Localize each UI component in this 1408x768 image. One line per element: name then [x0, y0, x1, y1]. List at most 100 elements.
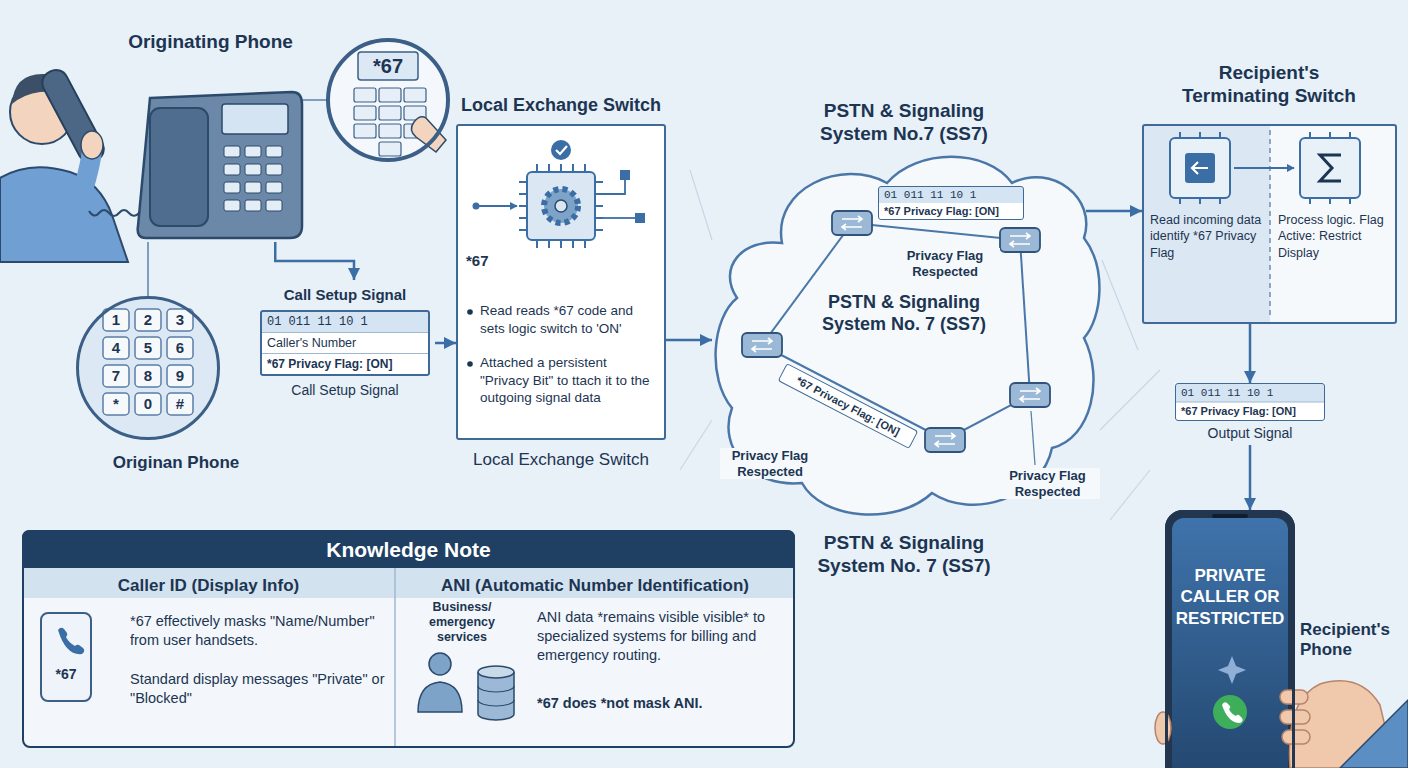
node-text: *67 — [40, 666, 92, 684]
node-text: 5 — [135, 337, 161, 359]
desk-phone — [266, 164, 282, 175]
switch-drawing — [620, 170, 630, 180]
node-text: # — [167, 393, 193, 415]
cloud-drawing — [1020, 240, 1030, 395]
recipient-phone-drawing — [1165, 510, 1295, 768]
keypad-zoom-drawing — [379, 88, 401, 102]
keypad-drawing — [135, 337, 161, 359]
node-text: *67 — [466, 252, 510, 271]
keypad-drawing — [167, 337, 193, 359]
node-text: Originan Phone — [94, 452, 258, 473]
node-text: Read reads *67 code and sets logic switc… — [480, 302, 658, 337]
node-text: Local Exchange Switch — [451, 94, 671, 117]
router-symbol — [925, 428, 965, 452]
signal-packet-drawing — [261, 332, 429, 333]
node-text: Business/ emergency services — [407, 600, 517, 645]
recipient-phone-drawing — [1212, 514, 1248, 518]
node-text: ANI data *remains visible visible* to sp… — [537, 608, 787, 665]
node-text: *67 Privacy Flag: [ON] — [1181, 402, 1319, 420]
signal-packet-drawing — [260, 310, 430, 376]
hand-drawing — [1282, 730, 1310, 744]
router-symbol — [832, 211, 872, 235]
keypad-zoom-drawing — [404, 88, 426, 102]
output-packet-drawing — [1175, 383, 1325, 421]
signal-packet: Call Setup Signal01 011 11 10 1Caller's … — [255, 280, 435, 405]
node-text: 3 — [167, 309, 193, 331]
signal-arrow — [666, 339, 712, 342]
keypad-drawing — [103, 309, 193, 415]
node-text: Knowledge Note — [22, 537, 795, 563]
keypad-zoom: *67 — [326, 38, 450, 162]
output-packet-drawing — [1175, 383, 1325, 421]
node-text: Recipient's Phone — [1300, 620, 1403, 661]
node-text: 9 — [167, 365, 193, 387]
signal-packet: *67 Privacy Flag: [ON] — [778, 363, 919, 449]
desk-phone — [245, 182, 261, 193]
signal-arrow — [1249, 445, 1252, 510]
desk-phone — [245, 146, 261, 157]
desk-phone — [245, 200, 261, 211]
keypad-zoom-drawing — [379, 142, 401, 156]
switch-drawing — [603, 180, 625, 194]
network-lines — [690, 170, 712, 240]
switch-drawing — [555, 200, 567, 212]
keypad-zoom-drawing — [354, 88, 376, 102]
output-packet-drawing — [1176, 384, 1324, 402]
signal-arrow — [1249, 324, 1252, 383]
switch-drawing — [478, 205, 517, 207]
note-panel-drawing — [429, 653, 451, 675]
note-panel-drawing — [478, 666, 514, 678]
switch-drawing — [527, 172, 595, 240]
router-symbol — [1010, 233, 1030, 247]
desk-phone — [224, 182, 240, 193]
desk-phone — [266, 182, 282, 193]
cloud-drawing — [878, 186, 1024, 220]
router-symbol — [752, 338, 772, 352]
note-panel: Knowledge NoteCaller ID (Display Info) *6… — [22, 530, 795, 748]
note-column: Caller ID (Display Info)*67 effectively … — [24, 570, 393, 746]
flag-note: Privacy Flag Respected — [890, 248, 1000, 279]
node-text: Caller ID (Display Info) — [24, 575, 393, 596]
hand-drawing — [1155, 681, 1408, 768]
node-text: * — [103, 393, 129, 415]
node-text: 8 — [135, 365, 161, 387]
flag-note: Privacy Flag Respected — [720, 448, 820, 479]
recipient-phone-drawing — [1165, 510, 1295, 768]
node-text: PSTN & Signaling System No. 7 (SS7) — [804, 532, 1004, 578]
node-text: PRIVATE CALLER OR RESTRICTED — [1170, 565, 1290, 629]
keypad-drawing — [78, 298, 218, 438]
desk-phone — [224, 164, 240, 175]
cloud-drawing — [762, 223, 1030, 440]
switch-drawing — [519, 164, 603, 248]
desk-phone — [224, 146, 282, 211]
keypad-zoom-drawing — [379, 124, 401, 138]
caller-figure — [38, 66, 108, 167]
signal-packet-drawing — [261, 353, 429, 354]
hand-drawing — [1155, 712, 1171, 744]
keypad-drawing — [103, 393, 129, 415]
keypad-zoom-drawing — [354, 106, 376, 120]
keypad-zoom-drawing — [354, 124, 376, 138]
switch-drawing — [635, 213, 645, 223]
signal-arrow — [435, 342, 456, 345]
keypad-drawing — [167, 393, 193, 415]
terminating-drawing — [1170, 138, 1230, 198]
node-text: 0 — [135, 393, 161, 415]
terminating-drawing — [1270, 126, 1395, 322]
router-symbol — [742, 333, 782, 357]
switch-drawing — [456, 124, 666, 440]
switch-box: Local Exchange Switch*67Read reads *67 c… — [456, 92, 666, 475]
node-text: ANI (Automatic Number Identification) — [397, 575, 793, 596]
node-outline — [328, 40, 448, 160]
switch-box: Recipient's Terminating SwitchRead incom… — [1142, 62, 1397, 324]
router-symbol — [935, 433, 955, 447]
cloud-drawing — [716, 157, 1100, 515]
keypad-drawing — [103, 365, 129, 387]
desk-phone — [224, 200, 240, 211]
node-text: PSTN & Signaling System No. 7 (SS7) — [818, 292, 990, 335]
desk-phone — [266, 146, 282, 157]
desk-phone — [222, 104, 288, 134]
terminating-drawing — [1320, 155, 1341, 181]
cloud-drawing — [879, 187, 1023, 203]
